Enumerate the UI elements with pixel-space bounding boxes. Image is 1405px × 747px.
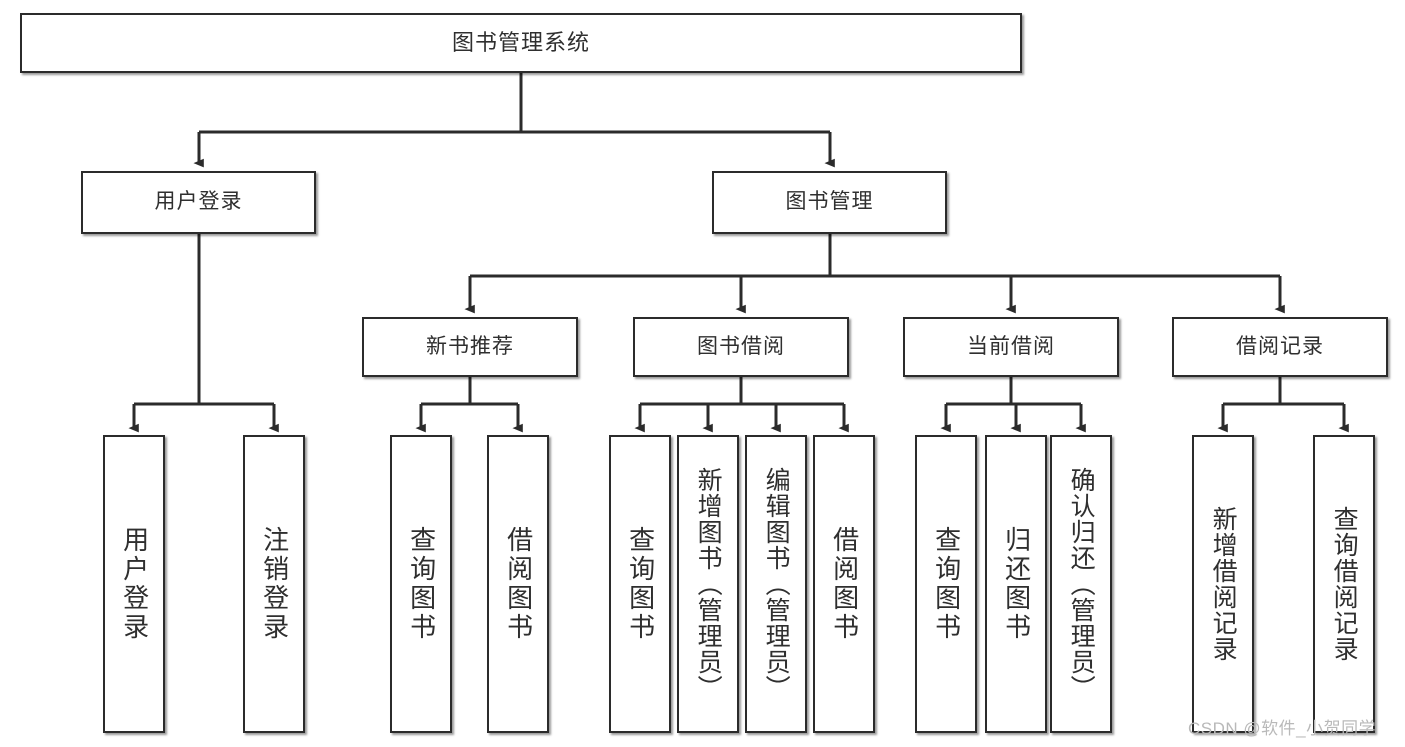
leaf-new-book-borrow[interactable]: 借阅图书 xyxy=(487,435,549,733)
leaf-current-borrow-confirm-return[interactable]: 确认归还（管理员） xyxy=(1050,435,1112,733)
node-label: 用户登录 xyxy=(119,526,150,642)
leaf-new-book-query[interactable]: 查询图书 xyxy=(390,435,452,733)
node-label: 查询图书 xyxy=(406,526,437,642)
node-label: 注销登录 xyxy=(259,526,290,642)
node-label: 用户登录 xyxy=(154,190,243,214)
leaf-book-borrow-query[interactable]: 查询图书 xyxy=(609,435,671,733)
node-book-management[interactable]: 图书管理 xyxy=(712,171,947,234)
node-label: 新增借阅记录 xyxy=(1209,506,1238,662)
leaf-user-login-logout[interactable]: 注销登录 xyxy=(243,435,305,733)
node-label: 确认归还（管理员） xyxy=(1067,467,1096,701)
leaf-borrow-record-add[interactable]: 新增借阅记录 xyxy=(1192,435,1254,733)
leaf-current-borrow-query[interactable]: 查询图书 xyxy=(915,435,977,733)
node-label: 图书管理系统 xyxy=(451,30,590,56)
node-label: 图书管理 xyxy=(785,190,874,214)
leaf-borrow-record-query[interactable]: 查询借阅记录 xyxy=(1313,435,1375,733)
node-label: 查询借阅记录 xyxy=(1330,506,1359,662)
node-current-borrow[interactable]: 当前借阅 xyxy=(903,317,1119,377)
leaf-book-borrow-borrow[interactable]: 借阅图书 xyxy=(813,435,875,733)
node-label: 图书借阅 xyxy=(697,334,785,358)
node-label: 当前借阅 xyxy=(967,334,1055,358)
leaf-book-borrow-add[interactable]: 新增图书（管理员） xyxy=(677,435,739,733)
node-label: 借阅图书 xyxy=(829,526,860,642)
node-label: 归还图书 xyxy=(1001,526,1032,642)
node-book-management-system[interactable]: 图书管理系统 xyxy=(20,13,1022,73)
leaf-current-borrow-return[interactable]: 归还图书 xyxy=(985,435,1047,733)
node-label: 新书推荐 xyxy=(426,334,514,358)
node-label: 新增图书（管理员） xyxy=(694,467,723,701)
node-label: 借阅记录 xyxy=(1236,334,1324,358)
node-book-borrow[interactable]: 图书借阅 xyxy=(633,317,849,377)
node-label: 借阅图书 xyxy=(503,526,534,642)
csdn-watermark: CSDN @软件_小贺同学 xyxy=(1188,719,1377,738)
node-label: 查询图书 xyxy=(625,526,656,642)
leaf-book-borrow-edit[interactable]: 编辑图书（管理员） xyxy=(745,435,807,733)
node-borrow-record[interactable]: 借阅记录 xyxy=(1172,317,1388,377)
node-user-login[interactable]: 用户登录 xyxy=(81,171,316,234)
leaf-user-login-login[interactable]: 用户登录 xyxy=(103,435,165,733)
node-label: 编辑图书（管理员） xyxy=(762,467,791,701)
node-label: 查询图书 xyxy=(931,526,962,642)
node-new-book-recommend[interactable]: 新书推荐 xyxy=(362,317,578,377)
